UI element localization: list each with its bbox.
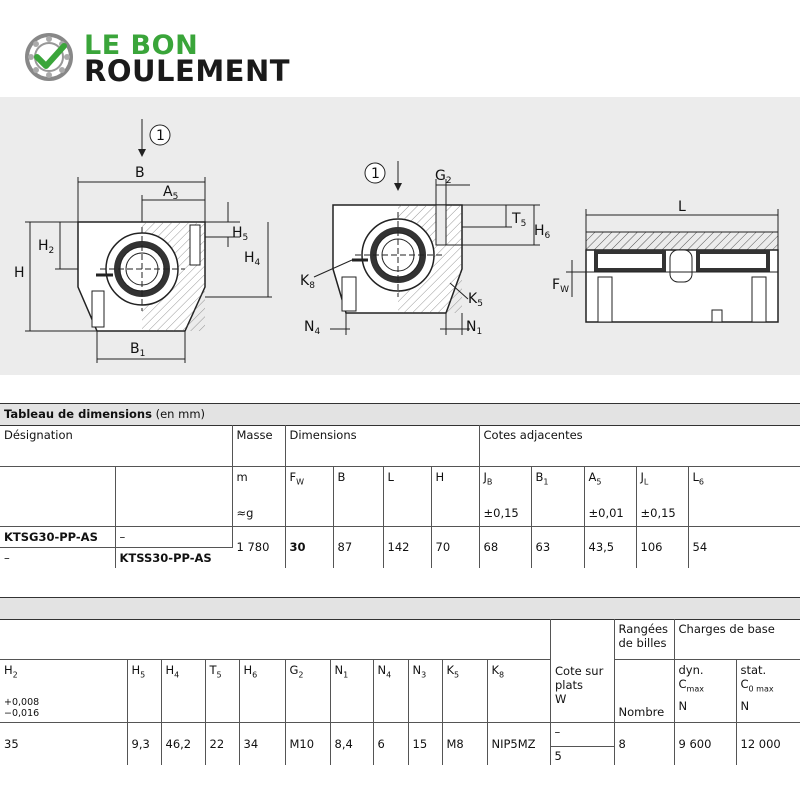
val-b1: 63 <box>531 526 585 568</box>
logo-line-2: ROULEMENT <box>84 54 291 88</box>
row-ktss-alt: KTSS30-PP-AS <box>119 550 212 565</box>
th-a5: A5±0,01 <box>584 466 637 527</box>
label-H5: H5 <box>232 225 248 243</box>
val-jl: 106 <box>636 526 689 568</box>
label-B1: B1 <box>130 341 145 359</box>
th-designation: Désignation <box>0 425 233 467</box>
label-G2: G2 <box>435 168 452 186</box>
val2-w-2: 5 <box>554 748 562 763</box>
th-l6: L6 <box>688 466 800 527</box>
val2-k8: NIP5MZ <box>487 722 551 765</box>
th2-h4: H4 <box>161 659 206 723</box>
th2-n1: N1 <box>330 659 374 723</box>
label-FW: FW <box>552 277 569 295</box>
val2-g2: M10 <box>285 722 331 765</box>
label-N1: N1 <box>466 319 482 337</box>
val2-n1: 8,4 <box>330 722 374 765</box>
th-l: L <box>383 466 432 527</box>
val-h: 70 <box>431 526 480 568</box>
th2-h5: H5 <box>127 659 162 723</box>
th2-cote: Cote sur plats W <box>555 664 604 706</box>
row-ktsg-name: KTSG30-PP-AS <box>0 526 116 548</box>
caption-unit: (en mm) <box>151 407 206 421</box>
val-b: 87 <box>333 526 384 568</box>
th2-h2: H2+0,008−0,016 <box>0 659 128 723</box>
front-view-slotted <box>332 204 463 314</box>
label-N4: N4 <box>304 319 320 337</box>
th2-t5: T5 <box>205 659 240 723</box>
val2-n3: 15 <box>408 722 443 765</box>
side-view <box>585 231 779 323</box>
val2-k5: M8 <box>442 722 488 765</box>
th-b1: B1 <box>531 466 585 527</box>
marker-1-left: 1 <box>156 128 165 144</box>
th-jl: JL±0,15 <box>636 466 689 527</box>
val-m: 1 780 <box>232 526 286 568</box>
label-L: L <box>678 199 686 215</box>
dimensions-table: Désignation Masse Dimensions Cotes adjac… <box>0 425 800 568</box>
label-H6: H6 <box>534 223 551 241</box>
th-rangees: Rangées de billes <box>614 619 675 660</box>
label-H: H <box>14 265 25 281</box>
val2-stat: 12 000 <box>740 736 781 751</box>
th2-nombre: Nombre <box>614 659 675 723</box>
label-H2: H2 <box>38 238 54 256</box>
val-l: 142 <box>383 526 432 568</box>
th2-k5: K5 <box>442 659 488 723</box>
marker-1-middle: 1 <box>371 166 380 182</box>
label-T5: T5 <box>511 211 526 229</box>
val2-h4: 46,2 <box>161 722 206 765</box>
label-A5: A5 <box>163 184 178 202</box>
val-l6: 54 <box>692 540 708 554</box>
th2-g2: G2 <box>285 659 331 723</box>
bearing-logo-icon <box>25 33 73 81</box>
adjacent-dimensions-table: Rangées de billes Charges de base H2+0,0… <box>0 619 800 765</box>
val2-w-1: – <box>550 723 614 747</box>
caption-title: Tableau de dimensions <box>4 407 152 421</box>
row-ktsg-alt: – <box>115 526 233 548</box>
th2-n4: N4 <box>373 659 409 723</box>
row-ktss-name: – <box>0 547 116 568</box>
val2-h2: 35 <box>0 722 128 765</box>
th-m: m≈g <box>232 466 286 527</box>
th-jb: JB±0,15 <box>479 466 532 527</box>
val-fw: 30 <box>285 526 334 568</box>
label-K8: K8 <box>300 273 315 291</box>
val2-w: – 5 <box>550 722 615 765</box>
label-K5: K5 <box>468 291 483 309</box>
val2-h6: 34 <box>239 722 286 765</box>
label-B: B <box>135 165 145 181</box>
front-view-closed <box>77 221 206 332</box>
th-dimensions: Dimensions <box>285 425 480 467</box>
table2-band <box>0 597 800 620</box>
technical-drawing: 1 B A5 H H2 H5 H4 B1 <box>0 97 800 375</box>
th-cotes: Cotes adjacentes <box>479 425 800 467</box>
th-b: B <box>333 466 384 527</box>
th-charges: Charges de base <box>674 619 800 660</box>
val2-dyn: 9 600 <box>674 722 737 765</box>
logo-line-1: LE BON <box>84 30 199 61</box>
val2-t5: 22 <box>205 722 240 765</box>
val2-n4: 6 <box>373 722 409 765</box>
table1-caption: Tableau de dimensions (en mm) <box>0 403 800 426</box>
th-h: H <box>431 466 480 527</box>
th2-k8: K8 <box>487 659 551 723</box>
val-jb: 68 <box>479 526 532 568</box>
brand-logo: LE BON ROULEMENT <box>24 28 324 88</box>
val-a5: 43,5 <box>584 526 637 568</box>
th-masse: Masse <box>232 425 286 467</box>
label-H4: H4 <box>244 250 261 268</box>
th2-h6: H6 <box>239 659 286 723</box>
val2-h5: 9,3 <box>127 722 162 765</box>
th2-n3: N3 <box>408 659 443 723</box>
val2-nombre: 8 <box>614 722 675 765</box>
th-fw: FW <box>285 466 334 527</box>
